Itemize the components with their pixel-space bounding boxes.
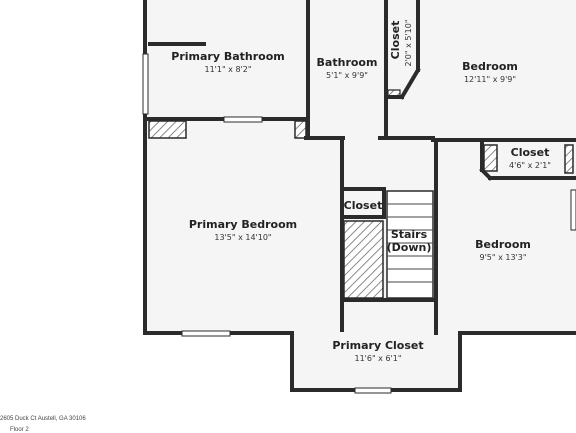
- hatch-primary-bath: [148, 120, 187, 139]
- footer-floor-label: Floor 2: [10, 427, 29, 433]
- dims-primary-closet: 11'6" x 6'1": [354, 354, 401, 363]
- label-bathroom: Bathroom: [317, 56, 378, 69]
- hatch-closet-right: [564, 144, 574, 174]
- room-labels: Primary Bathroom 11'1" x 8'2" Bathroom 5…: [171, 19, 551, 363]
- dims-closet-right: 4'6" x 2'1": [509, 161, 551, 170]
- label-bedroom-right: Bedroom: [475, 238, 531, 251]
- label-stairs: Stairs: [391, 228, 428, 241]
- label-closet-vertical: Closet: [389, 21, 402, 60]
- stairs-treads: [386, 190, 434, 299]
- label-primary-bathroom: Primary Bathroom: [171, 50, 284, 63]
- thin-walls: [342, 138, 437, 189]
- dims-primary-bathroom: 11'1" x 8'2": [204, 65, 251, 74]
- walls: [143, 0, 576, 392]
- dims-primary-bedroom: 13'5" x 14'10": [214, 233, 271, 242]
- hatch-closet-left: [483, 144, 498, 172]
- label-stairs-down: (Down): [387, 241, 432, 254]
- label-primary-closet: Primary Closet: [332, 339, 423, 352]
- label-bedroom-top: Bedroom: [462, 60, 518, 73]
- dims-bedroom-right: 9'5" x 13'3": [479, 253, 526, 262]
- label-closet-small: Closet: [344, 199, 383, 212]
- label-closet-right: Closet: [511, 146, 550, 159]
- dims-closet-vertical: 2'0" x 5'10": [404, 19, 413, 66]
- hatch-under-stairs: [343, 220, 384, 299]
- dims-bedroom-top: 12'11" x 9'9": [464, 75, 516, 84]
- dims-bathroom: 5'1" x 9'9": [326, 71, 368, 80]
- hatch-bath-corner: [294, 120, 307, 139]
- windows: [142, 53, 576, 394]
- label-primary-bedroom: Primary Bedroom: [189, 218, 297, 231]
- footer-address: 2605 Duck Ct Austell, GA 30106: [0, 416, 86, 422]
